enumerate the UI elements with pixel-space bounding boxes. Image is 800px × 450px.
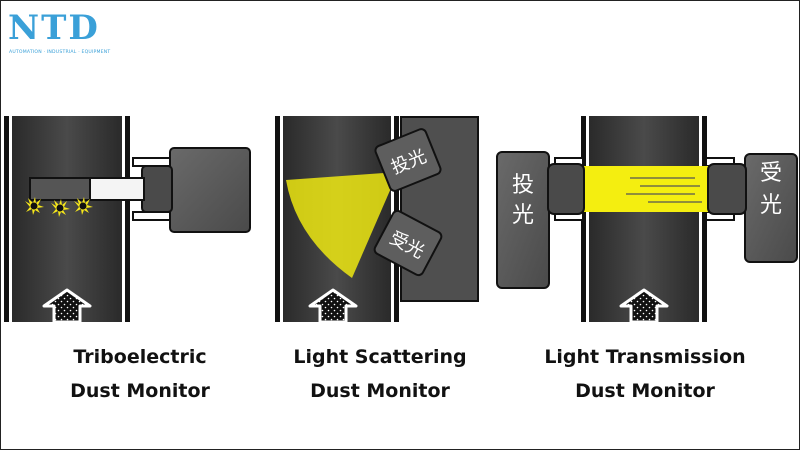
sensor-housing [169, 147, 251, 233]
emitter-unit [496, 151, 550, 289]
logo-name: NTD [8, 8, 100, 48]
transmitted-light-beam [584, 166, 708, 212]
spark-icon [51, 199, 70, 217]
emitter-char-2: 光 [512, 203, 534, 228]
receiver-char-1: 受 [760, 161, 782, 186]
airflow-arrow-icon [42, 288, 92, 324]
spark-icons [25, 197, 93, 217]
probe-rod [29, 177, 91, 201]
spark-icon [74, 197, 93, 215]
emitter-unit: 投光 [374, 128, 442, 192]
caption-line-2: Dust Monitor [310, 380, 450, 402]
caption-light-transmission: Light Transmission Dust Monitor [520, 340, 770, 408]
probe-rod-white [89, 177, 145, 201]
caption-line-2: Dust Monitor [575, 380, 715, 402]
duct-2-left-wall [275, 116, 280, 322]
logo-tagline: AUTOMATION · INDUSTRIAL · EQUIPMENT [9, 50, 111, 55]
emitter-lens [547, 163, 585, 215]
spark-icon [25, 197, 44, 215]
duct-3 [589, 116, 699, 322]
receiver-unit: 受光 [373, 209, 443, 277]
sensor-collar [141, 165, 173, 213]
duct-3-right-wall [702, 116, 707, 322]
caption-line-1: Triboelectric [73, 346, 207, 368]
caption-line-2: Dust Monitor [70, 380, 210, 402]
airflow-arrow-icon [308, 288, 358, 324]
caption-triboelectric: Triboelectric Dust Monitor [30, 340, 250, 408]
emitter-char-1: 投 [512, 173, 534, 198]
light-transmission-panel: 投 光 受 光 [496, 116, 798, 324]
caption-light-scattering: Light Scattering Dust Monitor [265, 340, 495, 408]
airflow-arrow-icon [619, 288, 669, 324]
beam-streaks [626, 177, 702, 203]
receiver-char-2: 光 [760, 193, 782, 218]
receiver-lens [707, 163, 747, 215]
ntd-logo: NTD AUTOMATION · INDUSTRIAL · EQUIPMENT [8, 8, 118, 58]
caption-line-1: Light Scattering [293, 346, 467, 368]
duct-1-left-wall [4, 116, 9, 322]
mount-bracket-bottom [132, 211, 172, 221]
mount-bracket [132, 157, 172, 167]
light-scattering-panel: 投光 受光 [275, 116, 479, 324]
duct-1-right-wall [125, 116, 130, 322]
caption-line-1: Light Transmission [544, 346, 746, 368]
scattered-light-beam [286, 172, 398, 278]
duct-1 [12, 116, 122, 322]
triboelectric-panel [4, 116, 251, 324]
